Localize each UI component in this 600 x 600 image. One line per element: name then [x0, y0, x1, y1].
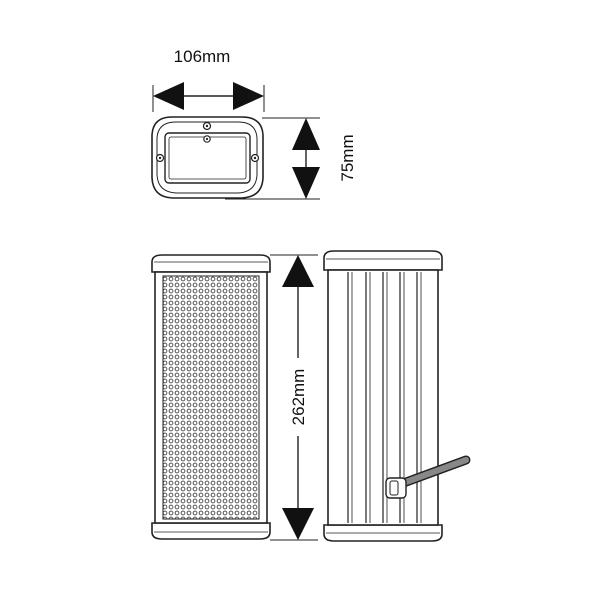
front-view — [151, 254, 271, 540]
height-label: 262mm — [289, 369, 308, 426]
top-view-inner-rim — [156, 121, 258, 194]
top-view-panel — [164, 132, 251, 184]
screw-icon — [158, 156, 162, 160]
width-dimension: 106mm — [153, 47, 264, 110]
width-label: 106mm — [174, 47, 231, 66]
speaker-grille — [162, 275, 260, 520]
top-view — [151, 85, 320, 200]
height-dimension: 262mm — [270, 254, 318, 541]
arrow-up-icon — [282, 255, 314, 287]
height-label-background — [287, 358, 309, 436]
depth-dimension: 75mm — [292, 118, 357, 199]
front-top-cap — [151, 254, 271, 273]
screw-icon — [205, 124, 209, 128]
side-view — [323, 250, 471, 542]
arrow-right-icon — [233, 82, 264, 110]
arrow-down-icon — [282, 508, 314, 540]
arrow-up-icon — [292, 118, 320, 150]
screw-icon — [205, 137, 209, 141]
screw-icon — [253, 156, 257, 160]
arrow-left-icon — [153, 82, 184, 110]
arrow-down-icon — [292, 167, 320, 199]
cable-gland-nut — [389, 480, 399, 496]
front-bottom-cap — [151, 522, 271, 540]
depth-label: 75mm — [338, 134, 357, 181]
side-top-cap — [323, 250, 443, 271]
speaker-cable-core — [394, 456, 470, 489]
